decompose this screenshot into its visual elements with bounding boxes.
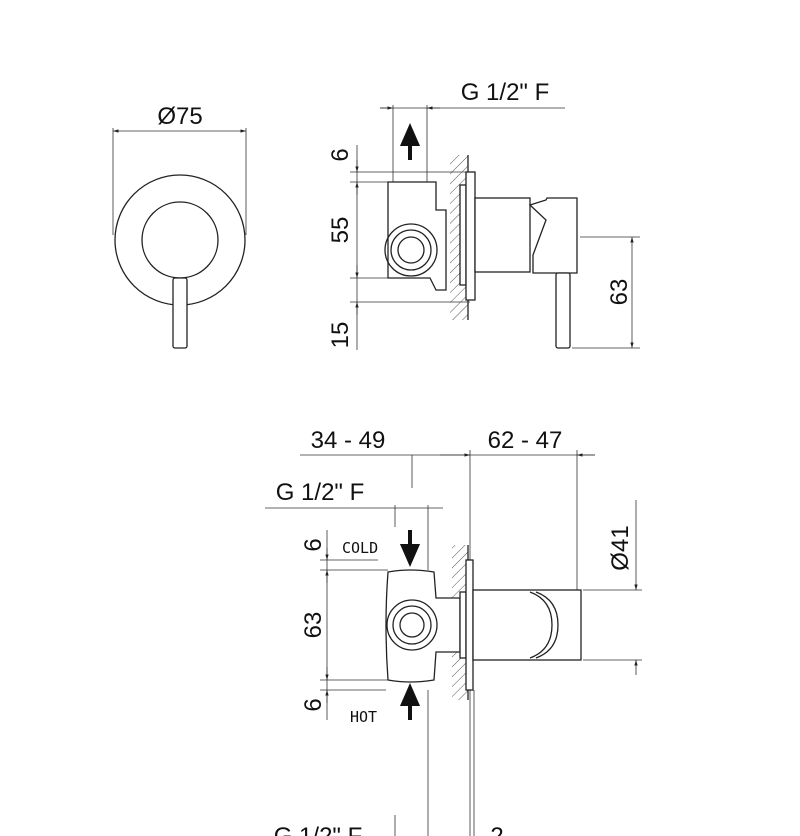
- front-diameter-label: Ø75: [157, 103, 202, 130]
- handle-cap: [528, 197, 578, 274]
- hot-inlet-arrow-icon: [399, 683, 421, 720]
- dim-top: 6: [300, 538, 327, 551]
- side-dim-top: 6: [327, 148, 354, 161]
- cold-inlet-arrow-icon: [399, 530, 421, 567]
- side-dim-bottom: 15: [327, 322, 354, 349]
- escutcheon-plate: [465, 171, 476, 301]
- side-view: G 1/2" F 6 55 15 63: [327, 79, 640, 350]
- side-lever: [555, 272, 571, 349]
- cold-label: COLD: [342, 539, 378, 557]
- side-dim-lever: 63: [606, 279, 633, 306]
- handle-body-top: [472, 589, 582, 661]
- side-thread-label: G 1/2" F: [461, 79, 550, 106]
- dim-body: 63: [300, 612, 327, 639]
- dim-plate: 2: [490, 823, 503, 836]
- dim-projection-range: 62 - 47: [488, 427, 563, 454]
- lever: [172, 277, 188, 349]
- front-view: Ø75: [112, 103, 247, 349]
- side-dim-body: 55: [327, 217, 354, 244]
- dim-bottom: 6: [300, 698, 327, 711]
- diameter-handle-label: Ø41: [607, 525, 634, 570]
- escutcheon-plate-top: [465, 559, 474, 691]
- thread-top-label: G 1/2" F: [276, 479, 365, 506]
- valve-body: [387, 181, 447, 291]
- valve-body-top: [385, 569, 461, 683]
- dim-depth-range: 34 - 49: [311, 427, 386, 454]
- hot-label: HOT: [350, 708, 377, 726]
- top-view: 34 - 49 62 - 47 G 1/2" F 6 63 6 COLD HOT…: [265, 427, 642, 836]
- flow-up-arrow-icon: [399, 123, 421, 160]
- handle-outline: [141, 201, 219, 279]
- thread-bottom-label: G 1/2" F: [274, 823, 363, 836]
- handle-body: [474, 197, 531, 273]
